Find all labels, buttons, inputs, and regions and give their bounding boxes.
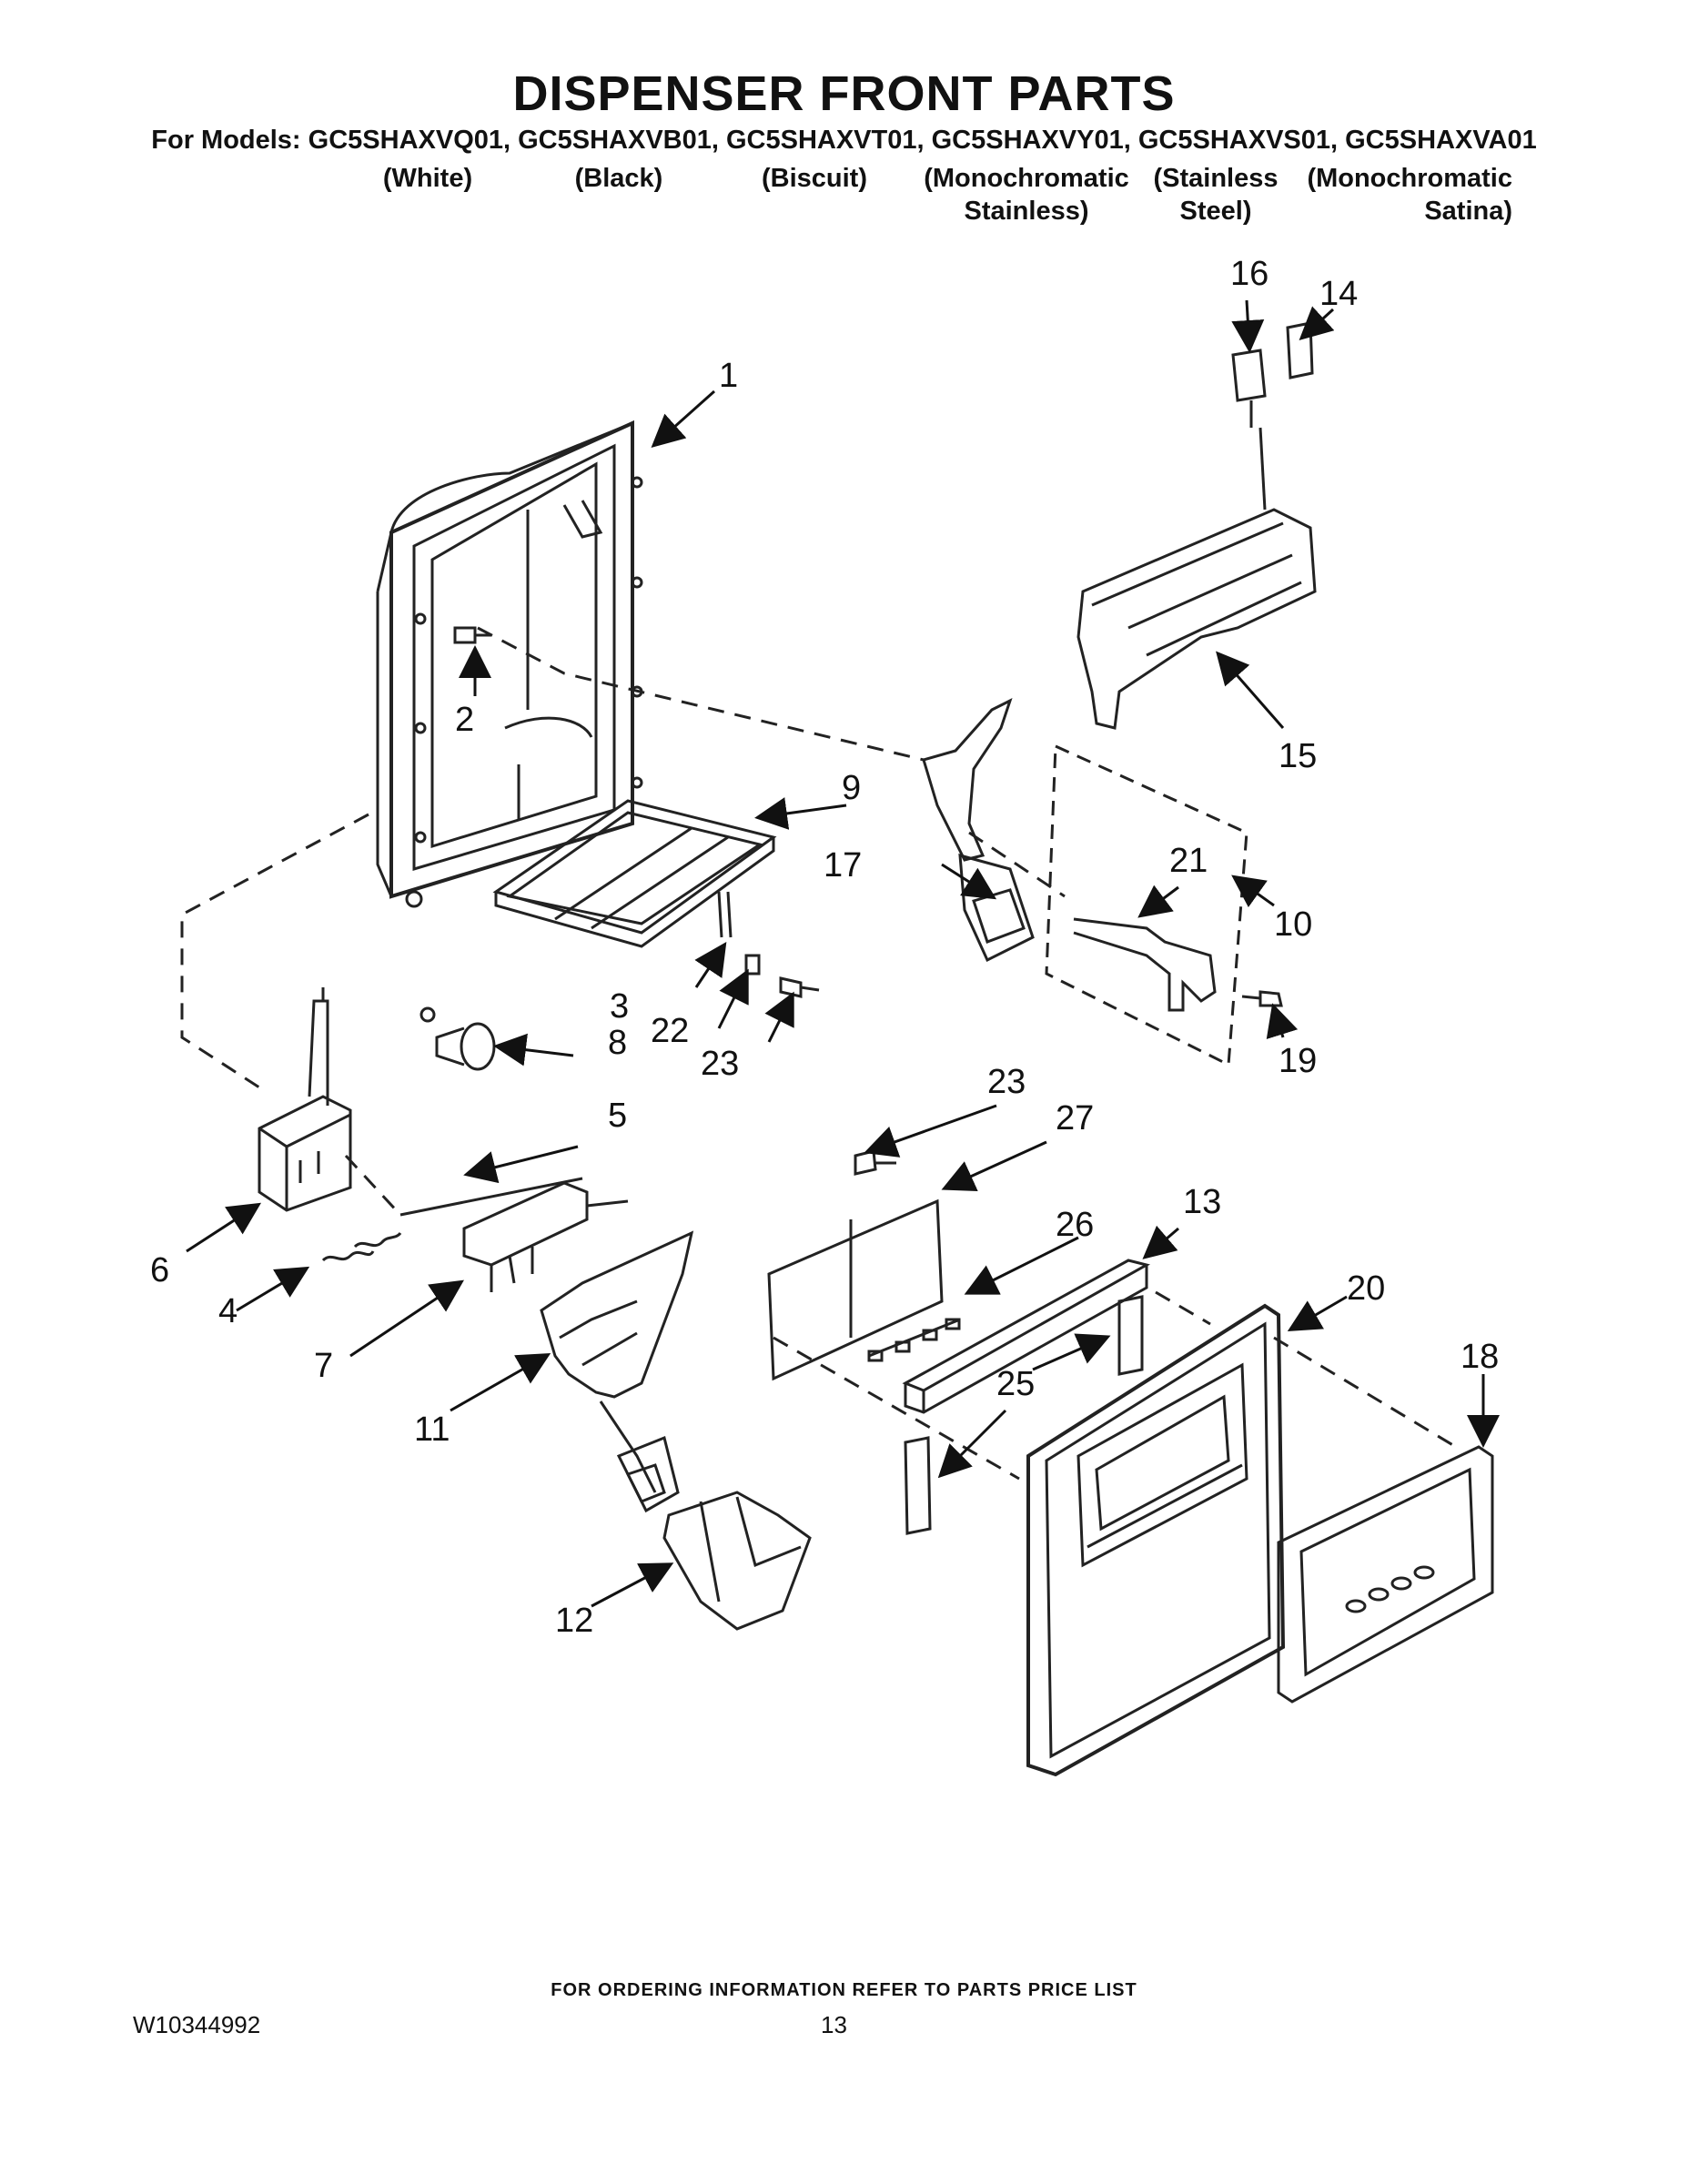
- callout-23b: 23: [987, 1063, 1026, 1101]
- callout-5: 5: [608, 1097, 628, 1135]
- callout-7: 7: [314, 1347, 334, 1385]
- finish-monochromatic-stainless: (Monochromatic Stainless): [924, 164, 1129, 226]
- callout-15: 15: [1279, 737, 1318, 775]
- callout-2: 2: [455, 701, 475, 739]
- callout-1: 1: [719, 357, 739, 395]
- callout-26: 26: [1056, 1206, 1095, 1244]
- callout-17: 17: [824, 846, 863, 885]
- callout-16: 16: [1230, 255, 1269, 293]
- solenoid-8: [419, 1006, 496, 1071]
- callout-arrows: [186, 299, 1500, 1608]
- trim-panel-18: [1277, 1445, 1494, 1704]
- callout-22: 22: [651, 1012, 690, 1050]
- models-line: For Models: GC5SHAXVQ01, GC5SHAXVB01, GC…: [151, 126, 1537, 155]
- water-paddle: [922, 698, 1035, 963]
- drip-tray: [492, 799, 777, 948]
- page-title: DISPENSER FRONT PARTS: [512, 66, 1176, 121]
- foam-blocks-25: [904, 1295, 1144, 1535]
- callout-21: 21: [1169, 842, 1208, 880]
- screw-2: [453, 626, 491, 644]
- callout-9: 9: [842, 769, 862, 807]
- control-housing-15: [1076, 427, 1317, 730]
- page-number: 13: [821, 2011, 847, 2038]
- housing-frame: [376, 420, 643, 908]
- callout-4: 4: [218, 1292, 238, 1330]
- callout-25: 25: [996, 1365, 1036, 1403]
- finish-stainless-steel: (Stainless Steel): [1153, 164, 1279, 226]
- callout-10: 10: [1274, 905, 1313, 944]
- finish-biscuit: (Biscuit): [762, 164, 867, 193]
- ice-paddle-11: [540, 1230, 694, 1513]
- finish-black: (Black): [574, 164, 663, 193]
- ordering-note: FOR ORDERING INFORMATION REFER TO PARTS …: [551, 1980, 1137, 2000]
- callout-6: 6: [150, 1251, 170, 1289]
- screw-19: [1241, 990, 1283, 1007]
- springs-4: [321, 1231, 402, 1262]
- leds-26: [867, 1318, 961, 1362]
- callout-27: 27: [1056, 1099, 1095, 1138]
- callout-11: 11: [414, 1410, 450, 1449]
- actuator-7: [462, 1181, 629, 1292]
- switch-16: [1231, 349, 1267, 428]
- callout-20: 20: [1347, 1269, 1386, 1308]
- kit-10-box: [1045, 743, 1248, 1067]
- switch-bracket-6: [258, 987, 352, 1212]
- callout-8: 8: [608, 1024, 628, 1062]
- callout-14: 14: [1319, 275, 1359, 313]
- pin-5: [399, 1177, 583, 1217]
- alignment-lines: [180, 626, 1457, 1481]
- callout-13: 13: [1183, 1183, 1222, 1221]
- callout-12: 12: [555, 1602, 594, 1640]
- callout-23a: 23: [701, 1045, 740, 1083]
- finish-monochromatic-satina: (Monochromatic Satina): [1307, 164, 1512, 226]
- small-hardware-3-22-23: [717, 891, 820, 998]
- front-bezel-20: [1026, 1303, 1286, 1777]
- finish-white: (White): [382, 164, 473, 193]
- pc-board-27: [767, 1149, 944, 1381]
- callout-3: 3: [610, 987, 630, 1026]
- bar-13: [902, 1259, 1151, 1414]
- ice-chute-12: [662, 1491, 812, 1631]
- callout-18: 18: [1461, 1338, 1500, 1376]
- callout-19: 19: [1279, 1042, 1318, 1080]
- document-number: W10344992: [133, 2011, 261, 2038]
